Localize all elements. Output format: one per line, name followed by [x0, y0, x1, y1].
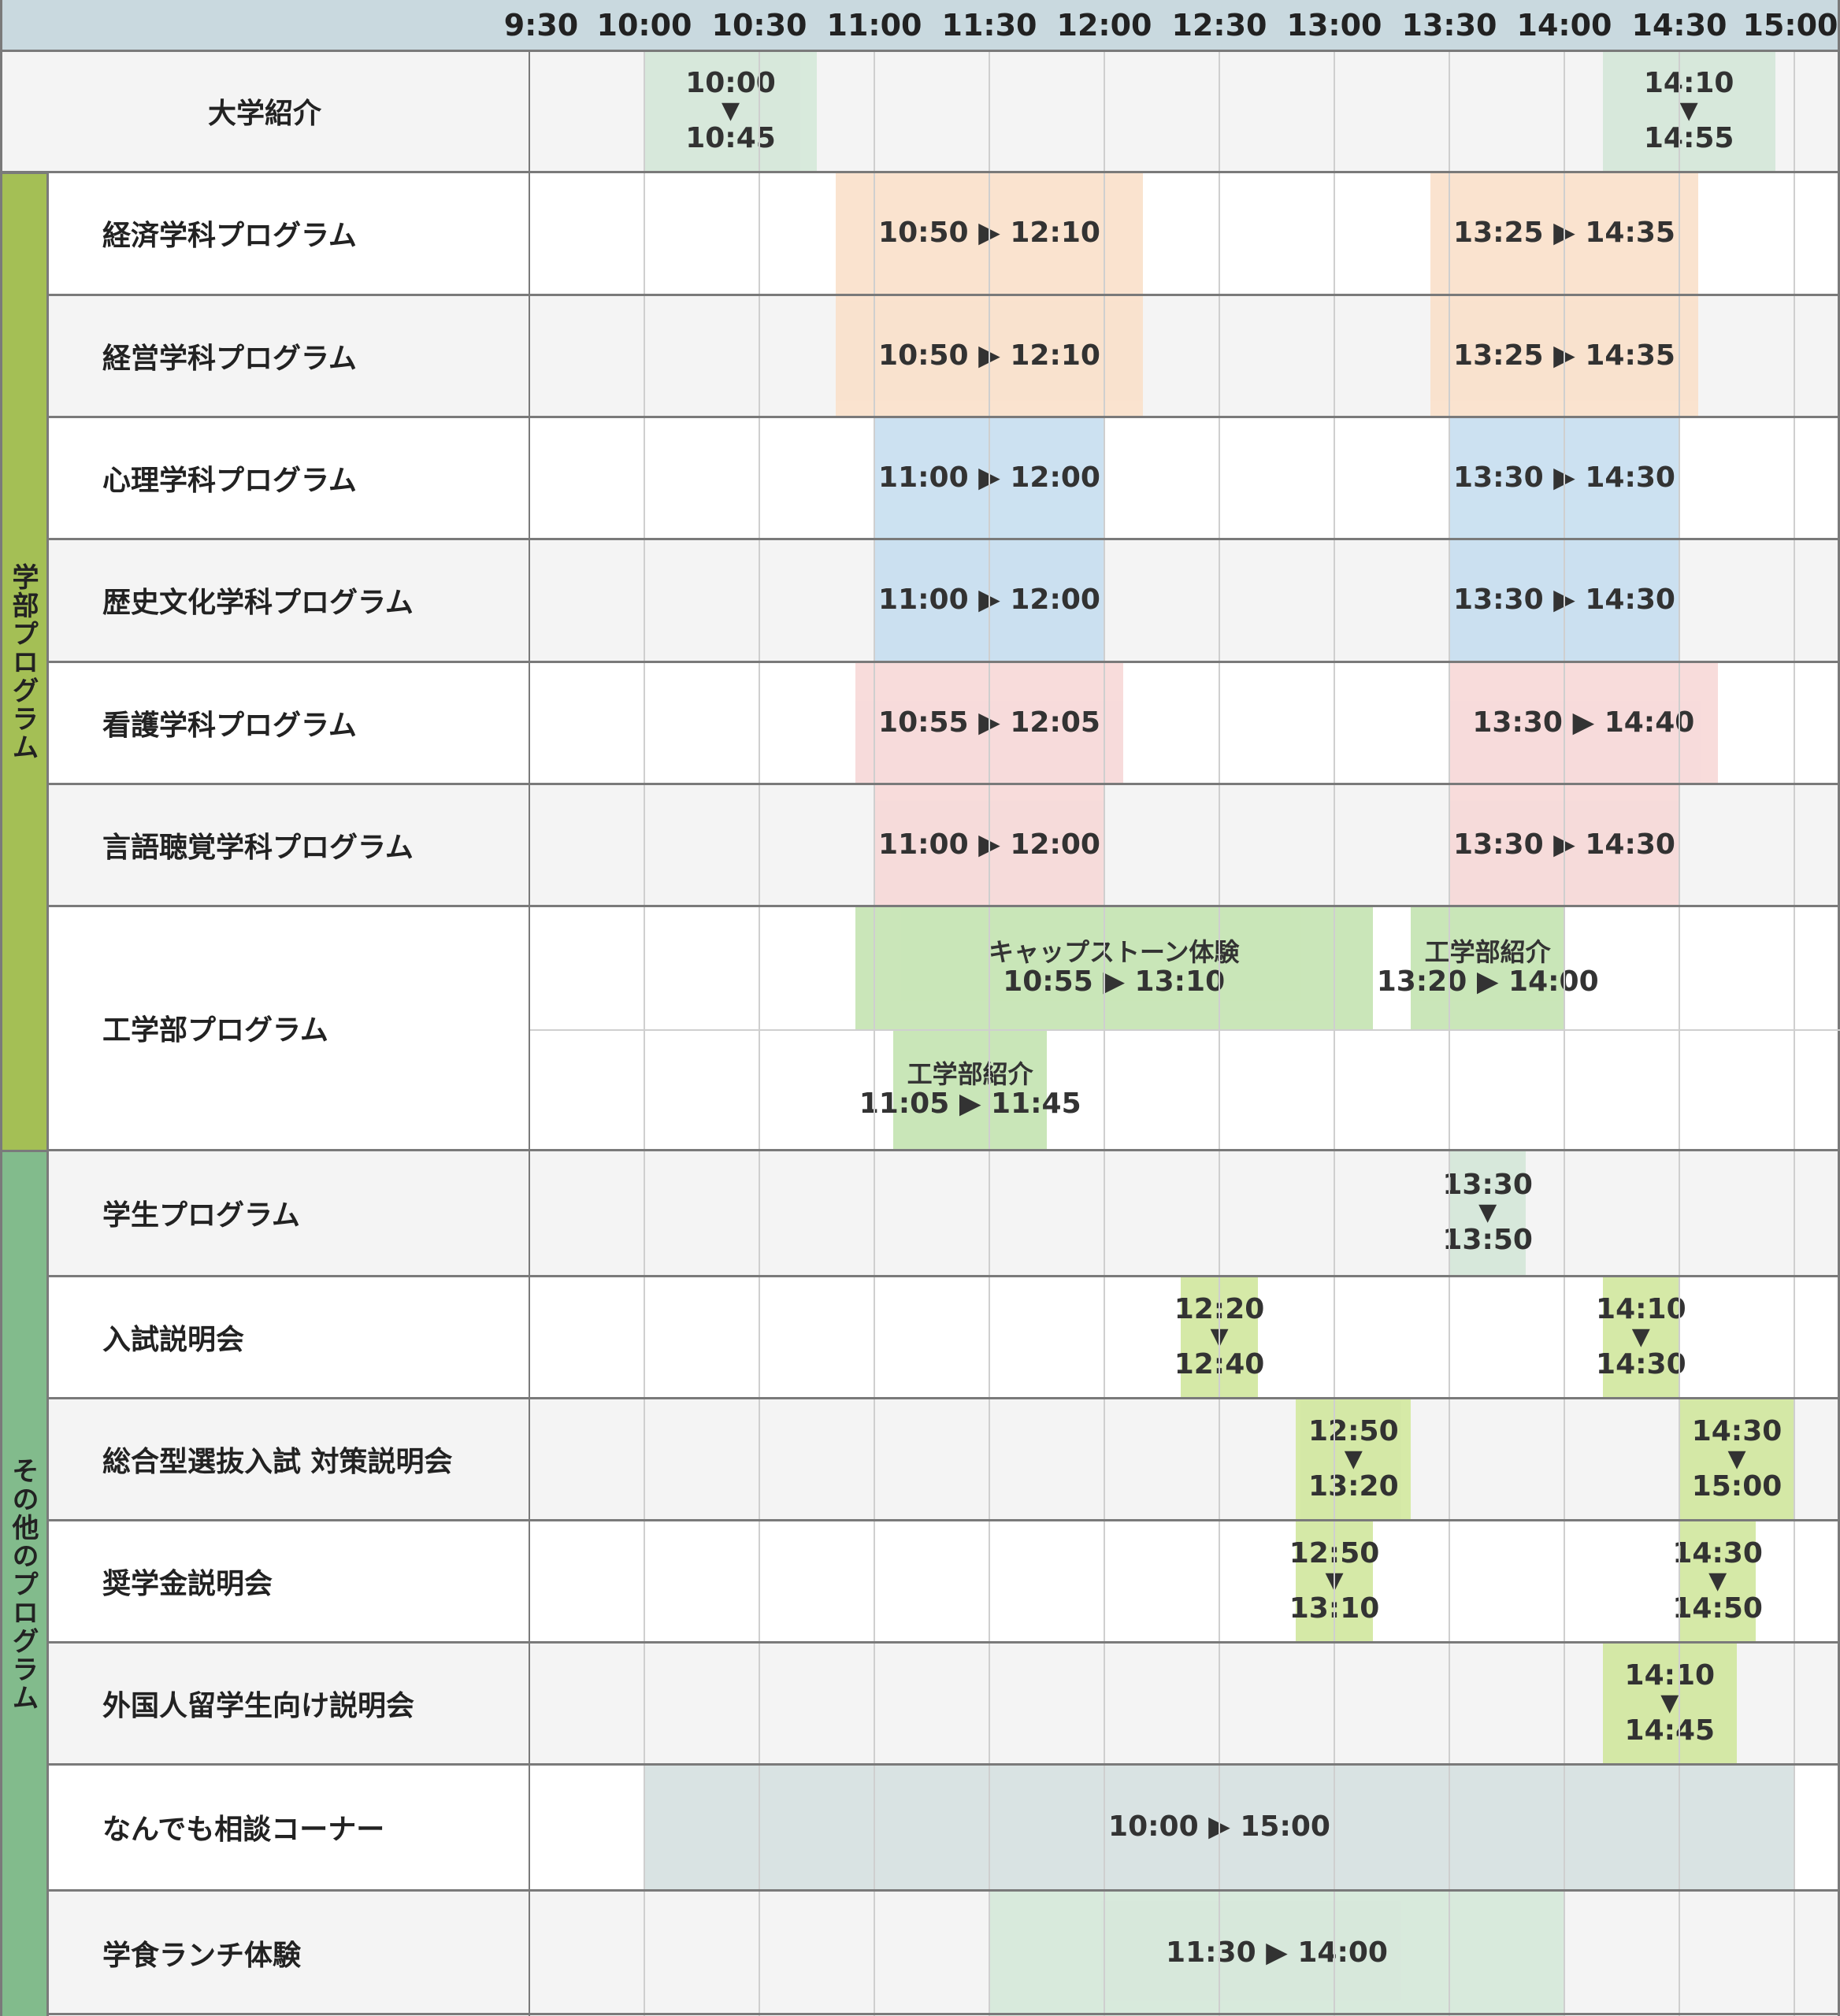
grid-hline — [49, 416, 1840, 418]
grid-hline — [49, 905, 1840, 907]
row-name: 奨学金説明会 — [102, 1567, 273, 1600]
row-name: 言語聴覚学科プログラム — [102, 831, 414, 864]
time-label: 13:00 — [1286, 8, 1382, 43]
grid-hline — [49, 1149, 1840, 1151]
time-label: 15:00 — [1742, 8, 1838, 43]
time-label: 13:30 — [1401, 8, 1497, 43]
grid-vline — [874, 50, 875, 2016]
time-label: 11:00 — [826, 8, 922, 43]
grid-vline — [759, 50, 760, 2016]
category-bar: その他のプログラム — [0, 1150, 49, 2016]
time-header — [0, 0, 1840, 50]
time-label: 14:00 — [1516, 8, 1612, 43]
time-label: 12:00 — [1056, 8, 1152, 43]
row-name: 外国人留学生向け説明会 — [102, 1689, 415, 1722]
row-name: 大学紹介 — [207, 98, 321, 130]
row-name: 経営学科プログラム — [102, 342, 357, 375]
row-band — [0, 50, 1840, 172]
row-band — [49, 1150, 1840, 1276]
grid-vline — [1104, 50, 1105, 2016]
grid-vline — [1838, 0, 1840, 2016]
time-label: 11:30 — [941, 8, 1037, 43]
grid-vline — [1564, 50, 1565, 2016]
grid-hline — [49, 2013, 1840, 2015]
row-name: 学生プログラム — [102, 1199, 300, 1232]
row-name: 学食ランチ体験 — [102, 1940, 302, 1972]
grid-hline — [49, 1397, 1840, 1399]
grid-hline — [49, 294, 1840, 296]
session-block: 13:30▼13:50 — [1442, 1150, 1533, 1276]
session-block: 14:10▼14:45 — [1602, 1642, 1737, 1764]
grid-vline — [1334, 50, 1335, 2016]
grid-hline — [49, 661, 1840, 663]
grid-vline — [1794, 50, 1795, 2016]
category-bar: 学部プログラム — [0, 172, 49, 1150]
row-name: 入試説明会 — [102, 1323, 245, 1356]
grid-hline — [0, 0, 2, 2016]
session-block: 14:30▼14:50 — [1672, 1520, 1763, 1642]
grid-hline — [49, 1763, 1840, 1766]
row-name: 工学部プログラム — [102, 1014, 328, 1047]
row-name: 看護学科プログラム — [102, 709, 357, 742]
time-label: 10:30 — [711, 8, 807, 43]
grid-vline — [644, 50, 645, 2016]
grid-hline — [49, 1275, 1840, 1277]
time-label: 12:30 — [1171, 8, 1267, 43]
grid-hline — [49, 1519, 1840, 1521]
session-block: 10:00▼10:45 — [644, 50, 817, 172]
row-name: 経済学科プログラム — [102, 220, 357, 252]
grid-hline-sub — [529, 1029, 1840, 1031]
grid-hline — [0, 50, 1840, 52]
grid-hline — [49, 1641, 1840, 1644]
row-band — [49, 1520, 1840, 1642]
grid-hline — [0, 171, 1840, 173]
grid-vline — [1449, 50, 1450, 2016]
grid-hline — [49, 538, 1840, 540]
session-block: 14:10▼14:55 — [1602, 50, 1775, 172]
category-label: その他のプログラム — [7, 1456, 39, 1712]
grid-vline — [529, 50, 530, 2016]
row-name: 歴史文化学科プログラム — [102, 587, 414, 619]
category-label: 学部プログラム — [7, 562, 39, 762]
grid-vline — [989, 50, 990, 2016]
time-label: 14:30 — [1631, 8, 1727, 43]
row-name: なんでも相談コーナー — [102, 1814, 385, 1846]
row-band — [49, 1642, 1840, 1764]
grid-hline — [49, 1889, 1840, 1892]
session-block: 12:50▼13:20 — [1296, 1398, 1412, 1520]
session-block: 14:30▼15:00 — [1679, 1398, 1794, 1520]
row-name: 心理学科プログラム — [102, 464, 357, 497]
time-label: 10:00 — [596, 8, 692, 43]
row-band — [49, 1398, 1840, 1520]
session-block: 14:10▼14:30 — [1596, 1276, 1686, 1398]
grid-vline — [1219, 50, 1220, 2016]
grid-vline — [1679, 50, 1680, 2016]
row-band — [49, 1276, 1840, 1398]
time-label: 9:30 — [503, 8, 579, 43]
session-block: 11:30 ▶ 14:00 — [989, 1890, 1564, 2016]
session-block: 13:30 ▶ 14:40 — [1449, 662, 1718, 784]
grid-hline — [49, 783, 1840, 785]
row-name: 総合型選抜入試 対策説明会 — [102, 1445, 453, 1478]
